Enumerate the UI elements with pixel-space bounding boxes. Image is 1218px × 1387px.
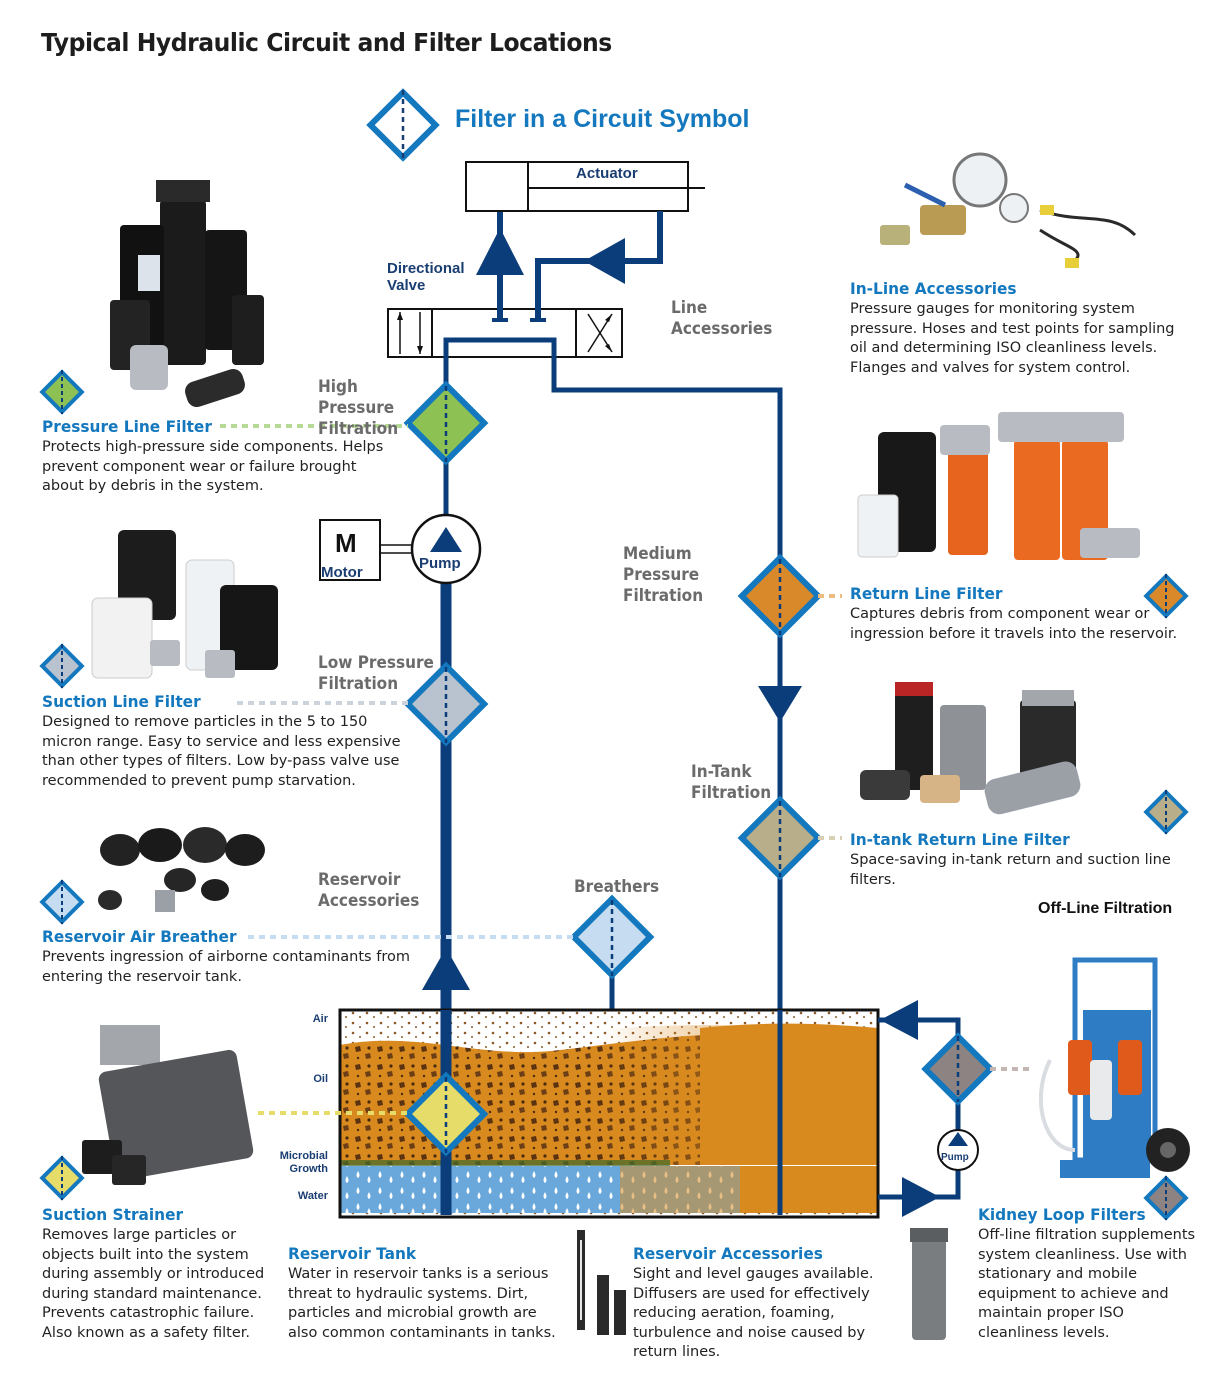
intank-return-title: In-tank Return Line Filter xyxy=(850,830,1070,849)
breather-filter-symbol-icon xyxy=(569,894,655,1010)
suction-strainer-legend-icon xyxy=(39,1155,85,1201)
suction-strainer-symbol-icon xyxy=(403,1071,489,1157)
offline-pump xyxy=(937,1129,979,1171)
reservoir-accessories-photo xyxy=(577,1230,626,1335)
inline-accessories-section: In-Line Accessories Pressure gauges for … xyxy=(850,279,1180,378)
actuator xyxy=(465,161,705,212)
reservoir-tank-section: Reservoir Tank Water in reservoir tanks … xyxy=(288,1244,558,1343)
return-line-section: Return Line Filter Captures debris from … xyxy=(850,584,1180,644)
reservoir-tank-title: Reservoir Tank xyxy=(288,1244,417,1263)
offline-filter-symbol-icon xyxy=(921,1032,995,1106)
flow-arrow-right-icon xyxy=(902,1177,940,1217)
flow-arrow-left-icon xyxy=(880,1000,918,1040)
flow-arrow-left-icon xyxy=(584,238,625,284)
return-line-title: Return Line Filter xyxy=(850,584,1003,603)
high-pressure-filter-symbol-icon xyxy=(403,380,489,466)
page-title: Typical Hydraulic Circuit and Filter Loc… xyxy=(41,28,612,57)
low-pressure-label: Low Pressure Filtration xyxy=(318,653,434,694)
intank-return-text: Space-saving in-tank return and suction … xyxy=(850,852,1171,888)
motor xyxy=(319,519,381,581)
kidney-loop-section: Kidney Loop Filters Off-line filtration … xyxy=(978,1205,1203,1343)
suction-line-title: Suction Line Filter xyxy=(42,692,201,711)
inline-accessories-text: Pressure gauges for monitoring system pr… xyxy=(850,301,1175,376)
reservoir-accessories-title: Reservoir Accessories xyxy=(633,1244,823,1263)
low-pressure-filter-symbol-icon xyxy=(403,661,489,747)
pressure-line-legend-icon xyxy=(39,369,85,415)
return-filters-photo xyxy=(857,412,1140,560)
flow-arrow-up-icon xyxy=(476,228,524,275)
tank-layer-air: Air xyxy=(312,1013,328,1025)
suction-filters-photo xyxy=(91,530,278,679)
return-line-legend-icon xyxy=(1143,573,1189,619)
air-breather-section: Reservoir Air Breather Prevents ingressi… xyxy=(42,927,412,987)
in-tank-filter-symbol-icon xyxy=(737,795,823,881)
breathers-photo xyxy=(98,827,265,912)
inline-accessories-photo xyxy=(880,152,1137,268)
offline-pump-label: Pump xyxy=(941,1152,969,1163)
reservoir-accessories-text: Sight and level gauges available. Diffus… xyxy=(633,1266,874,1360)
offline-filtration-label: Off-Line Filtration xyxy=(1038,900,1173,917)
motor-letter: M xyxy=(335,528,357,558)
suction-strainer-text: Removes large particles or objects built… xyxy=(42,1227,265,1341)
inline-accessories-title: In-Line Accessories xyxy=(850,279,1017,298)
intank-filters-photo xyxy=(860,682,1081,815)
pump xyxy=(410,513,482,585)
kidney-loop-title: Kidney Loop Filters xyxy=(978,1205,1146,1224)
air-breather-title: Reservoir Air Breather xyxy=(42,927,237,946)
strainer-photo xyxy=(82,1025,254,1185)
line-accessories-label: Line Accessories xyxy=(671,298,773,339)
pressure-line-section: Pressure Line Filter Protects high-press… xyxy=(42,417,402,497)
pressure-line-text: Protects high-pressure side components. … xyxy=(42,439,384,494)
flow-arrow-down-icon xyxy=(758,686,802,722)
pump-label: Pump xyxy=(419,555,461,572)
pressure-filters-photo xyxy=(110,180,264,408)
suction-strainer-section: Suction Strainer Removes large particles… xyxy=(42,1205,272,1343)
actuator-label: Actuator xyxy=(576,165,638,182)
medium-pressure-label: Medium Pressure Filtration xyxy=(623,544,704,606)
reservoir-accessories-section: Reservoir Accessories Sight and level ga… xyxy=(633,1244,911,1363)
diffuser-photo xyxy=(910,1228,948,1340)
reservoir-accessories-stage-label: Reservoir Accessories xyxy=(318,870,420,911)
kidney-loop-text: Off-line filtration supplements system c… xyxy=(978,1227,1196,1341)
intank-return-legend-icon xyxy=(1143,789,1189,835)
tank-layer-microbial: Microbial Growth xyxy=(279,1150,328,1175)
tank-layer-water: Water xyxy=(297,1190,328,1202)
pressure-line-title: Pressure Line Filter xyxy=(42,417,212,436)
air-breather-legend-icon xyxy=(39,879,85,925)
tank-layer-oil: Oil xyxy=(313,1073,328,1085)
kidney-loop-cart-photo xyxy=(1038,957,1190,1178)
kidney-loop-legend-icon xyxy=(1143,1175,1189,1221)
breathers-label: Breathers xyxy=(574,877,660,897)
directional-valve xyxy=(387,308,623,358)
motor-label: Motor xyxy=(321,564,363,581)
directional-valve-label: Directional Valve xyxy=(387,260,465,294)
intank-return-section: In-tank Return Line Filter Space-saving … xyxy=(850,830,1210,890)
return-line-text: Captures debris from component wear or i… xyxy=(850,606,1178,642)
suction-line-section: Suction Line Filter Designed to remove p… xyxy=(42,692,402,791)
suction-line-legend-icon xyxy=(39,643,85,689)
reservoir-tank-text: Water in reservoir tanks is a serious th… xyxy=(288,1266,556,1341)
flow-arrow-up-icon xyxy=(422,948,470,990)
medium-pressure-filter-symbol-icon xyxy=(737,553,823,639)
high-pressure-label: High Pressure Filtration xyxy=(318,377,399,439)
legend-filter-symbol-icon xyxy=(366,88,440,162)
suction-line-text: Designed to remove particles in the 5 to… xyxy=(42,714,401,789)
in-tank-label: In-Tank Filtration xyxy=(691,762,772,803)
air-breather-text: Prevents ingression of airborne contamin… xyxy=(42,949,410,985)
legend-label: Filter in a Circuit Symbol xyxy=(455,105,750,133)
suction-strainer-title: Suction Strainer xyxy=(42,1205,184,1224)
